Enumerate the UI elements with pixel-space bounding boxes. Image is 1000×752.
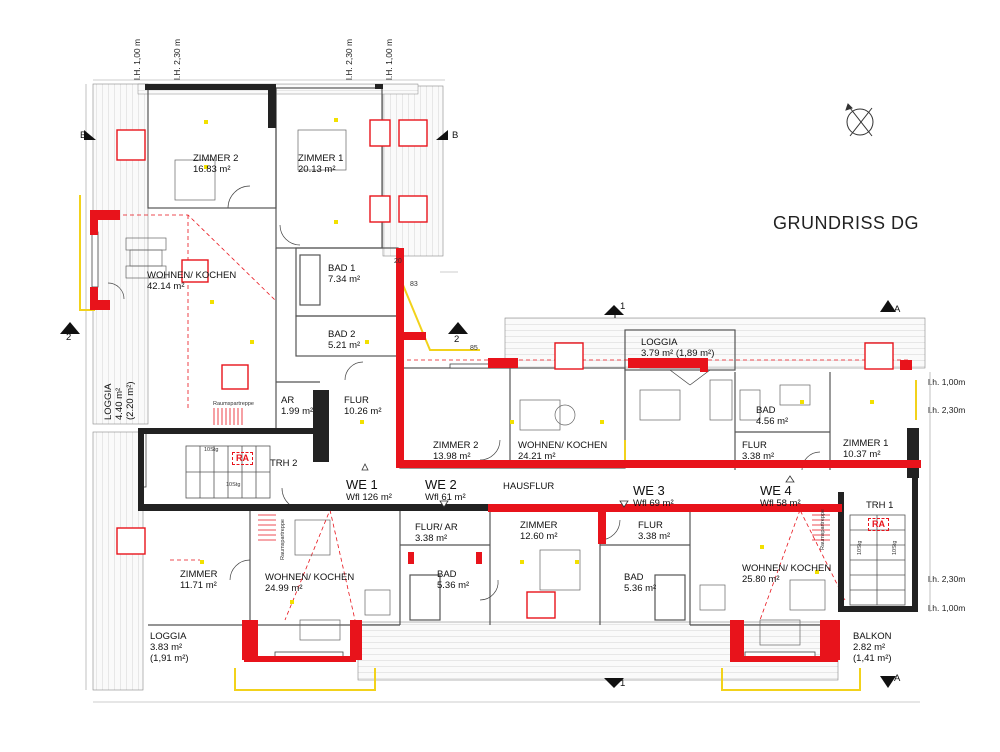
raumspartreppe-marks xyxy=(213,408,830,541)
walls-black xyxy=(138,84,919,612)
section-label-2-right: 2 xyxy=(454,334,460,345)
dimension-lines xyxy=(85,79,931,703)
height-label-230-right: l.H. 2,30 m xyxy=(344,38,354,80)
section-label-2-left: 2 xyxy=(66,332,72,343)
furniture xyxy=(125,129,826,646)
entry-triangles xyxy=(361,463,795,508)
dim-20: 20 xyxy=(394,258,402,265)
raumspartreppe-label-right: Raumspartreppe xyxy=(820,509,826,550)
stair-steps-right-1: 10Stg xyxy=(857,540,863,555)
walls-red xyxy=(90,210,921,662)
raumspartreppe-label-left: Raumspartreppe xyxy=(280,519,286,560)
height-label-100-left: l.H. 1,00 m xyxy=(132,38,142,80)
north-arrow-icon xyxy=(845,103,874,137)
stair-steps-right-2: 10Stg xyxy=(892,540,898,555)
ceiling-lights xyxy=(200,118,874,604)
stair-steps-upper: 10Stg xyxy=(204,447,219,453)
height-label-230-left: l.H. 2,30 m xyxy=(172,38,182,80)
height-label-right-4: l.h. 1,00m xyxy=(928,603,966,613)
section-label-b-left: B xyxy=(80,130,87,141)
section-label-1-top: 1 xyxy=(620,301,626,312)
height-label-right-2: l.h. 2,30m xyxy=(928,405,966,415)
stair-steps-lower: 10Stg xyxy=(226,482,241,488)
section-label-1-bottom: 1 xyxy=(620,678,626,689)
section-label-b-right: B xyxy=(452,130,459,141)
height-label-right-1: l.h. 1,00m xyxy=(928,377,966,387)
doors xyxy=(107,185,821,601)
stair-trh2-label: TRH 2 xyxy=(270,458,298,469)
height-label-100-right: l.H. 1,00 m xyxy=(384,38,394,80)
skylights xyxy=(116,119,894,619)
stair-ra-right: RA xyxy=(868,518,889,531)
section-label-a-bottom: A xyxy=(894,673,901,684)
dim-83: 83 xyxy=(410,281,418,288)
raumspartreppe-label-top: Raumspartreppe xyxy=(213,401,254,407)
section-label-a-top: A xyxy=(894,304,901,315)
section-markers xyxy=(60,130,896,688)
height-label-right-3: l.h. 2,30m xyxy=(928,574,966,584)
hausflur-label: HAUSFLUR xyxy=(503,481,555,492)
inner-walls xyxy=(147,87,840,626)
plan-title: GRUNDRISS DG xyxy=(773,213,920,233)
stairs-trh2 xyxy=(185,445,271,499)
stair-trh1-label: TRH 1 xyxy=(866,500,894,511)
stair-ra-left: RA xyxy=(232,452,253,465)
dim-85: 85 xyxy=(470,345,478,352)
